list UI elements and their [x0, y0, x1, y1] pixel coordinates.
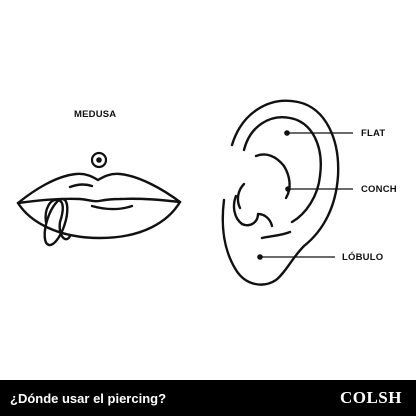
flat-pointer [284, 130, 353, 136]
ear-tragus [232, 194, 274, 228]
medusa-stud [90, 151, 108, 169]
mouth-line [16, 197, 182, 205]
footer-bar: ¿Dónde usar el piercing? COLSH [0, 380, 416, 416]
upper-lip [16, 172, 182, 205]
footer-title: ¿Dónde usar el piercing? [10, 390, 167, 406]
ear-concha [236, 182, 246, 210]
lip-ring-loop [43, 197, 69, 247]
brand-logo: COLSH [339, 388, 402, 407]
lobulo-pointer [257, 254, 335, 260]
lips-illustration [16, 172, 182, 247]
ear-antitragus [260, 230, 292, 240]
upper-lip-highlight [68, 183, 94, 189]
label-lobulo: LÓBULO [342, 251, 383, 263]
label-flat: FLAT [361, 128, 385, 139]
lower-lip [16, 200, 182, 240]
ear-inner-fold [254, 153, 291, 200]
label-conch: CONCH [361, 184, 397, 195]
conch-pointer [285, 186, 353, 192]
diagram-area: MEDUSA FLAT CONCH LÓBULO [16, 99, 397, 286]
lip-ring [44, 198, 72, 241]
lower-lip-highlight [90, 204, 134, 211]
ear-antihelix [242, 116, 322, 224]
label-medusa: MEDUSA [74, 109, 116, 120]
piercing-diagram: MEDUSA FLAT CONCH LÓBULO [16, 99, 397, 286]
ear-helix [221, 99, 340, 286]
